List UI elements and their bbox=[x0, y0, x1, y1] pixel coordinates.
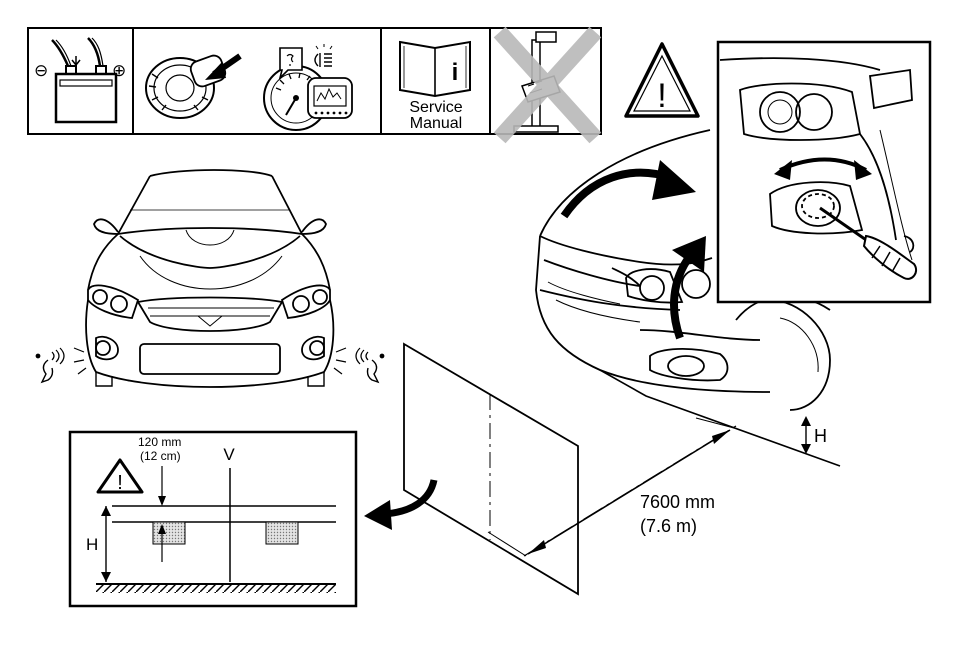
adjust-arrow-upper bbox=[560, 160, 696, 219]
offset-mm-label: 120 mm bbox=[138, 435, 181, 449]
three-quarter-view-car bbox=[535, 129, 841, 467]
left-beam-pattern bbox=[152, 521, 186, 545]
right-beam-pattern bbox=[265, 521, 299, 545]
detail-height-label: H bbox=[86, 535, 98, 554]
battery-minus-symbol: ⊖ bbox=[34, 61, 48, 80]
offset-cm-label: (12 cm) bbox=[140, 449, 181, 463]
front-view-car bbox=[35, 169, 385, 388]
info-glyph: i bbox=[452, 59, 459, 86]
precondition-icon-strip: ⊖ ⊕ bbox=[27, 26, 602, 144]
instrument-cluster-icon bbox=[263, 44, 353, 131]
vertical-axis-label: V bbox=[223, 445, 235, 464]
ground-height-label: H bbox=[814, 426, 827, 446]
warning-glyph-detail: ! bbox=[117, 472, 123, 494]
adjust-arrow-lower bbox=[670, 236, 706, 340]
ground-height-dimension: H bbox=[801, 416, 827, 454]
no-aiming-device-icon bbox=[493, 26, 602, 144]
distance-m-label: (7.6 m) bbox=[640, 516, 697, 536]
screwdriver-icon bbox=[819, 206, 918, 280]
service-manual-icon: i Service Manual bbox=[399, 40, 471, 132]
tire-pressure-icon bbox=[145, 53, 242, 119]
service-manual-label-line1: Service bbox=[409, 99, 462, 116]
battery-plus-symbol: ⊕ bbox=[112, 61, 126, 80]
distance-mm-label: 7600 mm bbox=[640, 492, 715, 512]
screen-to-detail-arrow bbox=[364, 479, 438, 530]
distance-dimension: 7600 mm (7.6 m) bbox=[487, 417, 737, 557]
screen-detail-inset: ! 120 mm (12 cm) V H bbox=[68, 430, 358, 608]
battery-icon: ⊖ ⊕ bbox=[34, 37, 126, 124]
service-manual-label-line2: Manual bbox=[410, 115, 462, 132]
aiming-screen bbox=[403, 342, 579, 596]
adjuster-detail-inset bbox=[716, 40, 932, 304]
warning-glyph-top: ! bbox=[657, 77, 666, 115]
warning-icon-top: ! bbox=[624, 42, 700, 118]
